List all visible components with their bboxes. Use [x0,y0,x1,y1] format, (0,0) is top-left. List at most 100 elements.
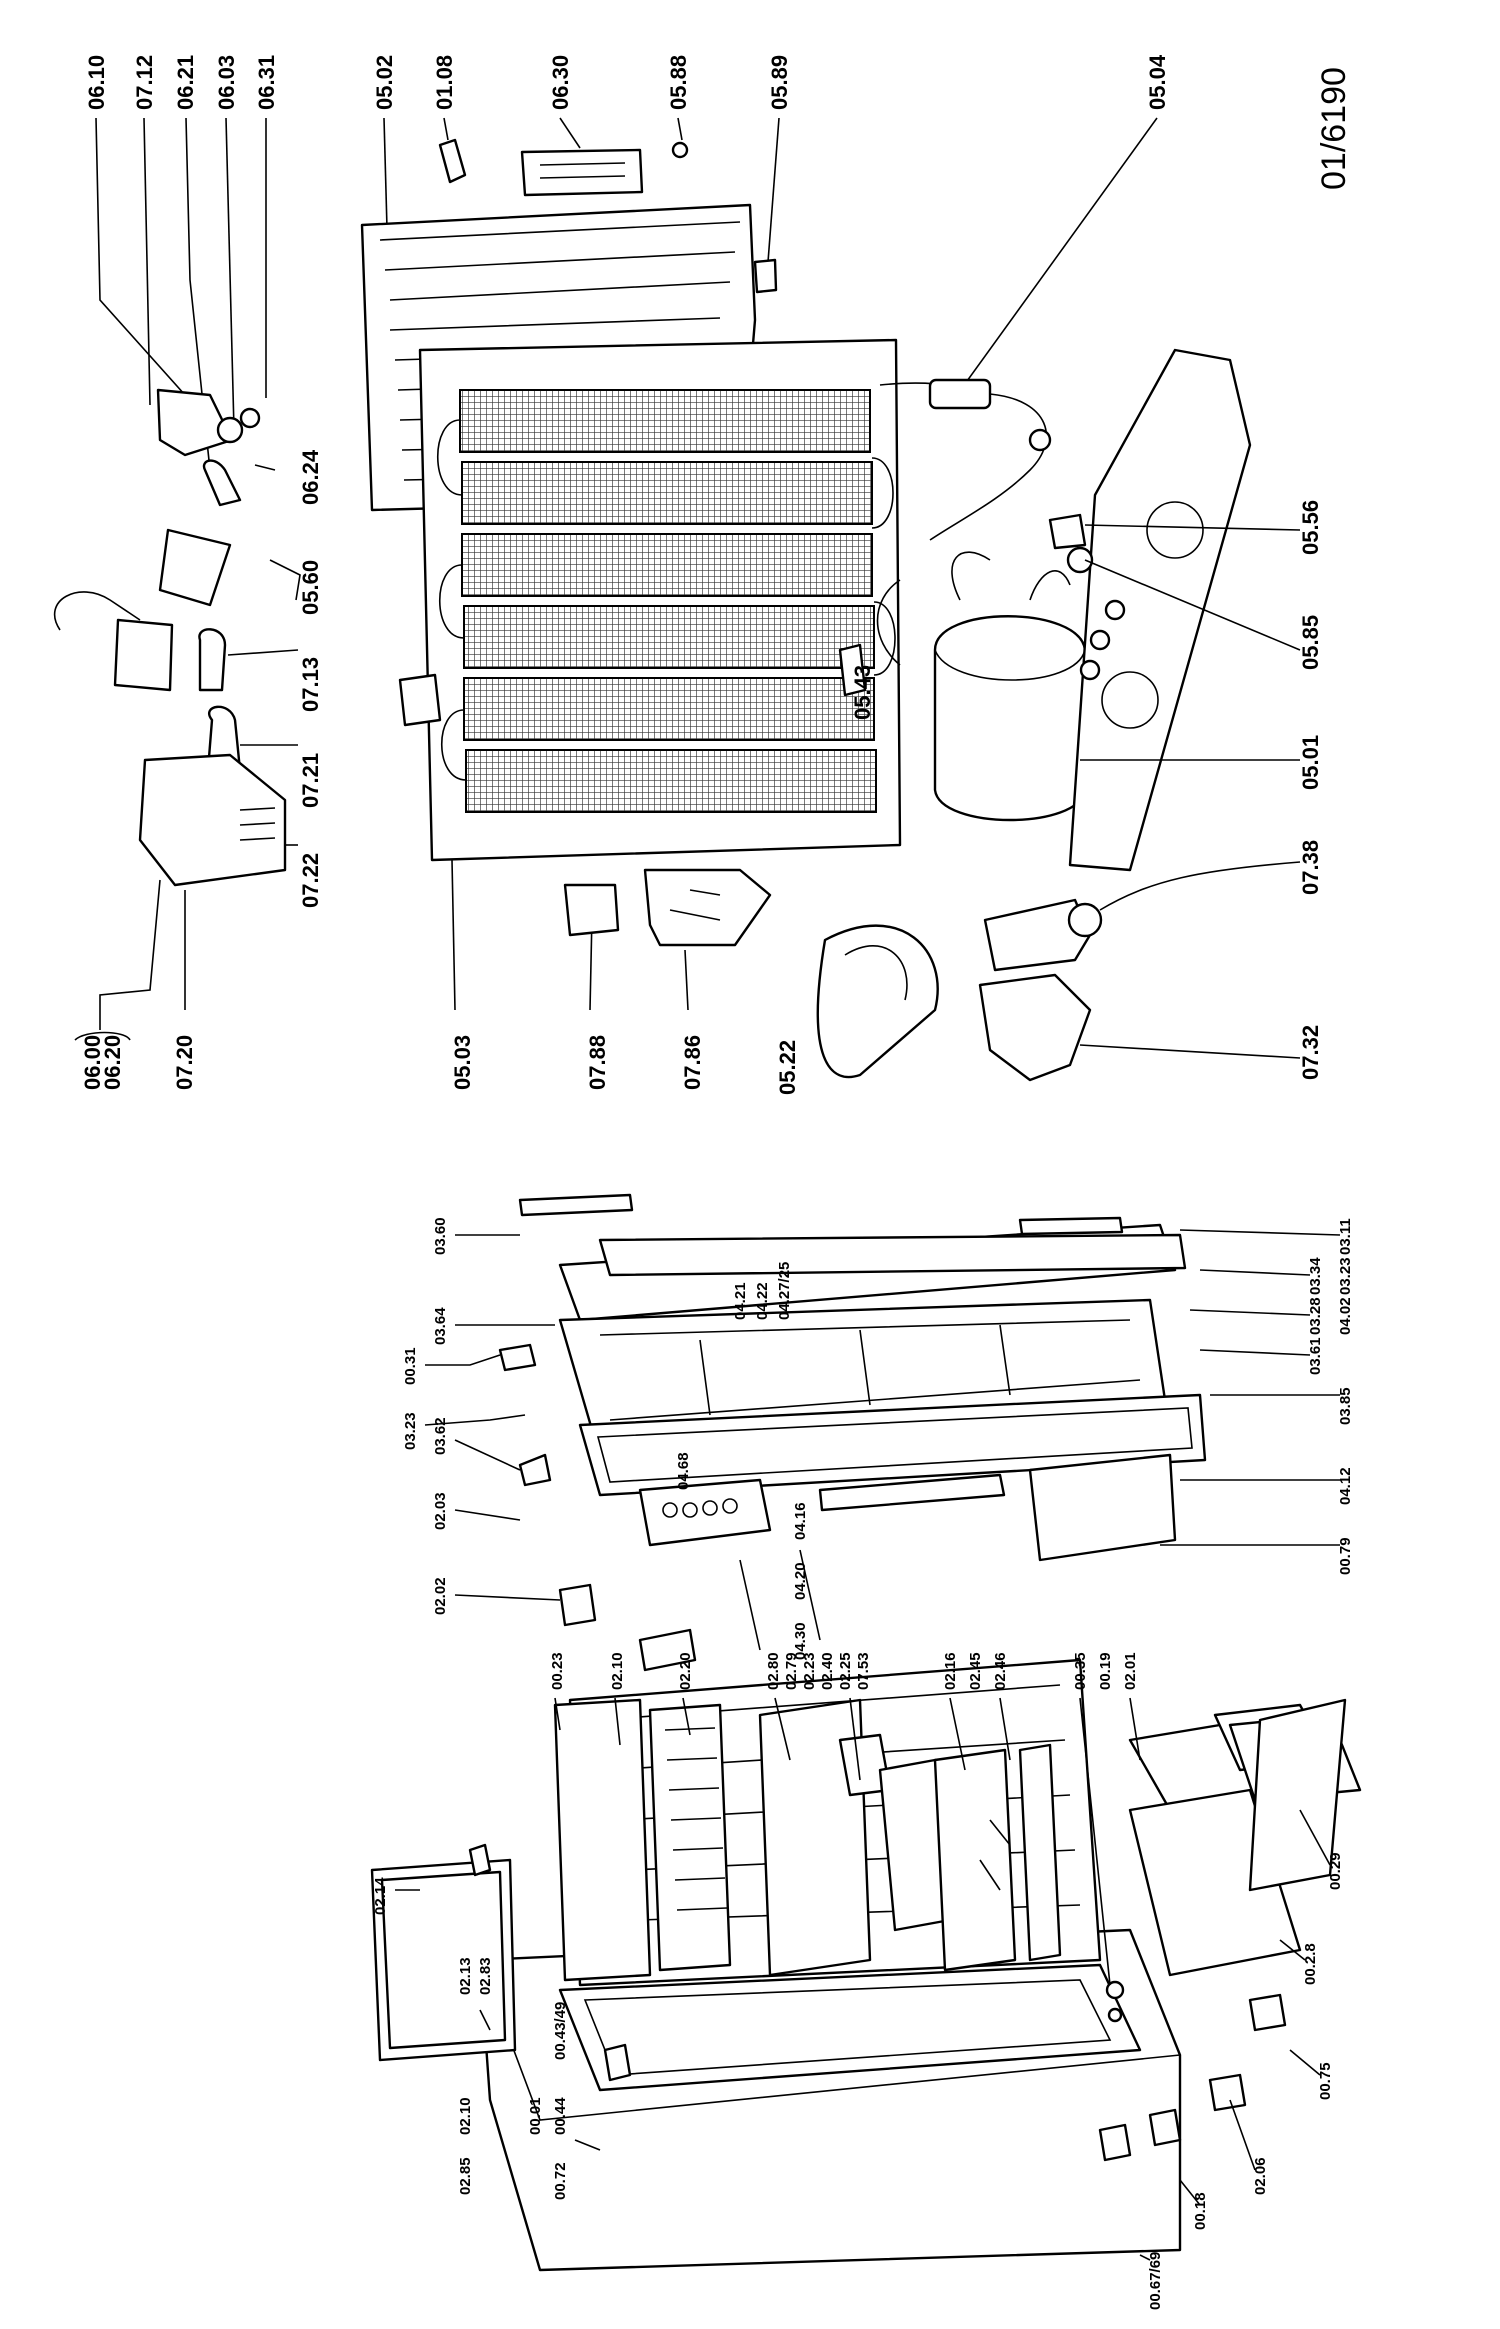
label-07-88: 07.88 [585,1035,610,1090]
label-00-2-8: 00.2.8 [1302,1943,1319,1985]
label-05-89: 05.89 [767,55,792,110]
label-03-28: 03.28 [1307,1297,1324,1335]
label-05-02: 05.02 [372,55,397,110]
label-02-45: 02.45 [967,1652,984,1690]
compressor [876,551,1087,822]
label-04-02: 04.02 [1337,1297,1354,1335]
label-07-53: 07.53 [855,1652,872,1690]
label-06-20: 06.20 [100,1035,125,1090]
cabinet-side-labels: 02.14 02.13 02.83 02.85 02.10 00.01 00.4… [372,1852,1344,2310]
label-05-88: 05.88 [666,55,691,110]
label-01-08: 01.08 [432,55,457,110]
label-07-21: 07.21 [298,753,323,808]
label-07-12: 07.12 [132,55,157,110]
label-02-01: 02.01 [1122,1652,1139,1690]
label-00-43-49: 00.43/49 [552,2002,569,2060]
label-00-44: 00.44 [552,2097,569,2135]
label-05-85: 05.85 [1298,615,1323,670]
control-parts [53,388,1094,887]
crisper-drawers [1128,1698,1362,1977]
label-00-75: 00.75 [1317,2062,1334,2100]
label-04-16: 04.16 [792,1502,809,1540]
group-brace [74,1031,131,1041]
label-00-23: 00.23 [549,1652,566,1690]
condenser-coil [418,338,981,862]
label-02-25: 02.25 [837,1652,854,1690]
label-05-43: 05.43 [850,665,875,720]
label-02-03: 02.03 [432,1492,449,1530]
cabinet-top-labels: 00.23 02.10 02.20 02.80 02.79 02.23 02.4… [549,1652,1139,1690]
label-03-34: 03.34 [1307,1257,1324,1295]
drawing-reference-label: 01/6190 [1315,67,1353,190]
label-02-13: 02.13 [457,1957,474,1995]
cabinet-small-parts [468,1843,1287,2162]
label-04-20: 04.20 [792,1562,809,1600]
label-04-27-25: 04.27/25 [776,1262,793,1320]
label-02-85: 02.85 [457,2157,474,2195]
label-06-21: 06.21 [173,55,198,110]
label-02-20: 02.20 [677,1652,694,1690]
label-04-21: 04.21 [732,1282,749,1320]
label-06-10: 06.10 [84,55,109,110]
label-06-00: 06.00 [80,1035,105,1090]
label-03-23: 03.23 [402,1412,419,1450]
label-04-30: 04.30 [792,1622,809,1660]
label-02-80: 02.80 [765,1652,782,1690]
label-05-03: 05.03 [450,1035,475,1090]
label-00-35: 00.35 [1072,1652,1089,1690]
label-02-83: 02.83 [477,1957,494,1995]
label-05-01: 05.01 [1298,735,1323,790]
label-02-10-b: 02.10 [457,2097,474,2135]
label-00-18: 00.18 [1192,2192,1209,2230]
label-03-85: 03.85 [1337,1387,1354,1425]
label-04-22: 04.22 [754,1282,771,1320]
label-07-86: 07.86 [680,1035,705,1090]
label-04-68: 04.68 [675,1452,692,1490]
label-02-23: 02.23 [801,1652,818,1690]
label-00-79: 00.79 [1337,1537,1354,1575]
label-07-20: 07.20 [172,1035,197,1090]
label-07-13: 07.13 [298,657,323,712]
label-00-31: 00.31 [402,1347,419,1385]
label-00-01: 00.01 [527,2097,544,2135]
label-00-29: 00.29 [1327,1852,1344,1890]
label-05-22: 05.22 [775,1040,800,1095]
label-03-61: 03.61 [1307,1337,1324,1375]
top-labels: 06.10 07.12 06.21 06.03 06.31 05.02 01.0… [84,54,1170,110]
door-labels: 03.60 03.64 00.31 03.23 03.62 02.03 02.0… [402,1217,1354,1660]
middle-leader-lines [99,464,1301,1059]
label-07-32: 07.32 [1298,1025,1323,1080]
cabinet-shelves [553,1698,1062,1982]
label-03-64: 03.64 [432,1307,449,1345]
label-03-62: 03.62 [432,1417,449,1455]
small-parts-top [438,138,778,294]
label-05-04: 05.04 [1145,54,1170,110]
label-03-23-b: 03.23 [1337,1257,1354,1295]
label-02-40: 02.40 [819,1652,836,1690]
label-07-38: 07.38 [1298,840,1323,895]
label-00-72: 00.72 [552,2162,569,2200]
label-00-19: 00.19 [1097,1652,1114,1690]
label-02-02: 02.02 [432,1577,449,1615]
label-02-46: 02.46 [992,1652,1009,1690]
cabinet-door-panel [370,1858,517,2062]
label-04-12: 04.12 [1337,1467,1354,1505]
label-02-14: 02.14 [372,1877,389,1915]
label-00-67-69: 00.67/69 [1147,2252,1164,2310]
door-assembly [498,1193,1207,1672]
middle-shapes [563,868,1103,1082]
label-07-22: 07.22 [298,853,323,908]
top-leader-lines [95,117,1158,471]
label-06-24: 06.24 [298,449,323,505]
label-05-56: 05.56 [1298,500,1323,555]
label-06-31: 06.31 [254,55,279,110]
label-06-30: 06.30 [548,55,573,110]
label-03-60: 03.60 [432,1217,449,1255]
label-05-60: 05.60 [298,560,323,615]
middle-labels: 06.24 05.60 07.13 07.21 07.22 05.43 05.5… [80,449,1323,1095]
base-plate [1068,348,1252,872]
label-02-79: 02.79 [783,1652,800,1690]
label-03-11: 03.11 [1337,1218,1354,1255]
label-02-10: 02.10 [609,1652,626,1690]
label-02-06: 02.06 [1252,2157,1269,2195]
